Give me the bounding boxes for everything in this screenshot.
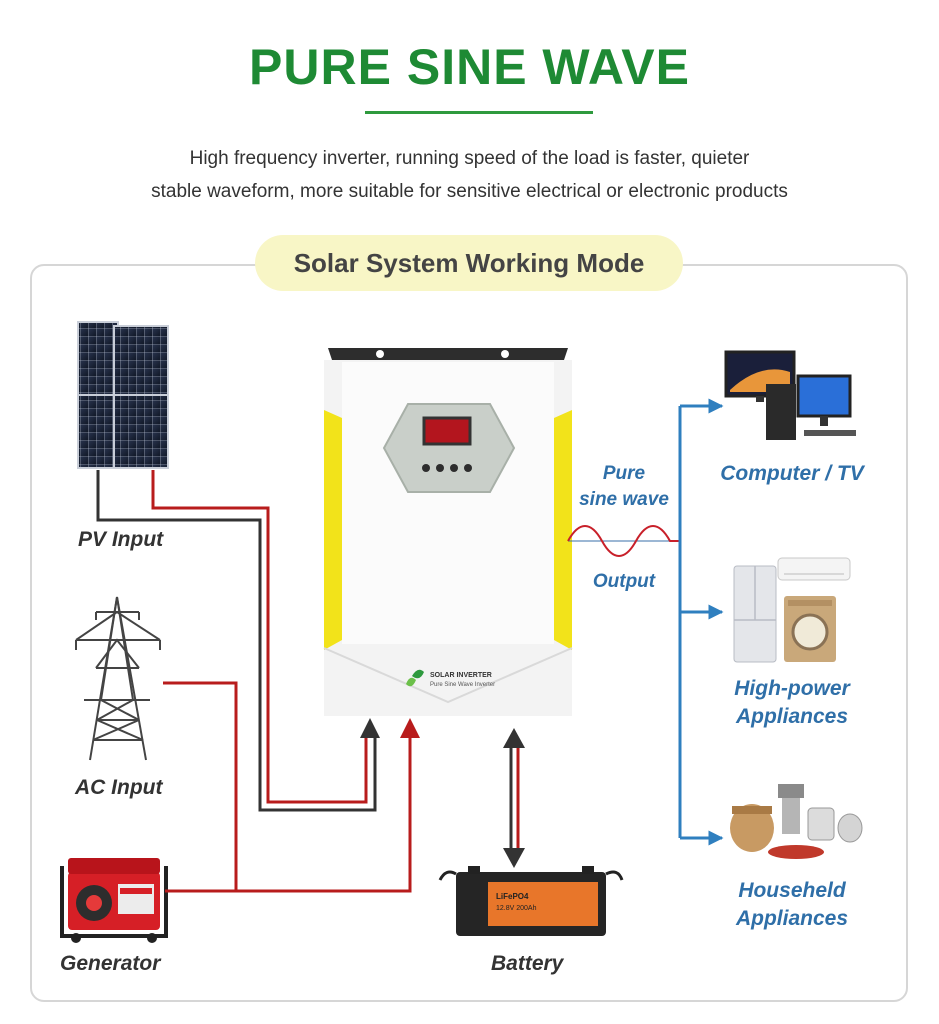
- inverter-model-text: Pure Sine Wave Inverter: [430, 682, 495, 688]
- wave-label-line-1: Pure: [602, 463, 646, 484]
- subtitle-line-1: High frequency inverter, running speed o…: [189, 148, 750, 169]
- output-connector: [678, 398, 724, 846]
- generator-icon: [60, 858, 168, 943]
- high-power-label-line-2: Appliances: [735, 705, 849, 728]
- battery-spec-text: 12.8V 200Ah: [496, 905, 537, 912]
- inverter-icon: SOLAR INVERTER Pure Sine Wave Inverter: [323, 348, 573, 716]
- household-appliances-icon: [730, 784, 863, 859]
- diagram-heading: Solar System Working Mode: [255, 235, 683, 291]
- power-tower-icon: [75, 596, 161, 761]
- solar-panel-icon: [77, 321, 169, 469]
- high-power-appliances-icon: [733, 557, 851, 663]
- inverter-brand-text: SOLAR INVERTER: [430, 672, 492, 679]
- household-label-line-1: Househeld: [738, 879, 846, 902]
- household-label-line-2: Appliances: [735, 907, 849, 930]
- computer-tv-label: Computer / TV: [720, 462, 864, 485]
- ac-input-label: AC Input: [75, 776, 163, 799]
- sine-wave: [567, 525, 680, 557]
- battery-label: Battery: [491, 952, 564, 975]
- subtitle-line-2: stable waveform, more suitable for sensi…: [151, 181, 788, 202]
- output-label: Output: [592, 571, 656, 592]
- page-title: PURE SINE WAVE: [249, 39, 690, 95]
- wave-label-line-2: sine wave: [579, 489, 669, 510]
- generator-label: Generator: [60, 952, 161, 975]
- high-power-label-line-1: High-power: [734, 677, 850, 700]
- computer-tv-icon: [724, 350, 856, 440]
- title-divider: [365, 111, 593, 114]
- battery-icon: LiFePO4 12.8V 200Ah: [438, 866, 624, 936]
- battery-brand-text: LiFePO4: [496, 892, 529, 901]
- pv-input-label: PV Input: [78, 528, 164, 551]
